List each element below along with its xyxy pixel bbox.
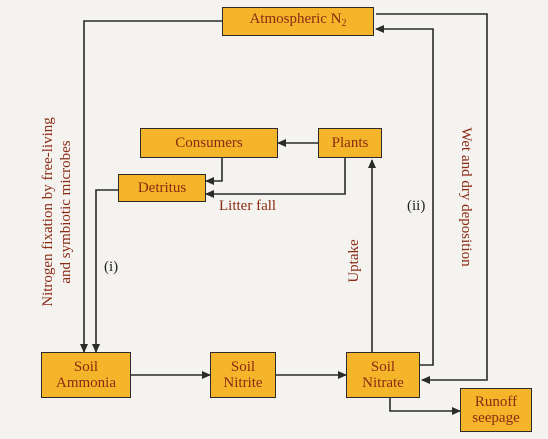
label-fixation-line2: and symbiotic microbes: [58, 140, 74, 284]
node-atmospheric-n2: Atmospheric N2: [222, 7, 374, 36]
node-soil-ammonia-line1: Soil: [73, 359, 99, 375]
node-soil-nitrite-line1: Soil: [230, 359, 256, 375]
node-soil-ammonia-line2: Ammonia: [56, 375, 116, 391]
label-litter-fall: Litter fall: [219, 198, 276, 214]
label-marker-ii: (ii): [407, 198, 425, 214]
node-runoff-seepage: Runoff seepage: [460, 388, 532, 432]
node-detritus: Detritus: [118, 174, 206, 202]
arrow-detritus-ammonia: [92, 189, 118, 353]
node-atmospheric-n2-label: Atmospheric N: [249, 11, 342, 27]
label-marker-i-text: (i): [104, 259, 119, 275]
label-marker-ii-text: (ii): [407, 198, 426, 214]
node-soil-ammonia: Soil Ammonia: [41, 352, 131, 398]
label-deposition: Wet and dry deposition: [458, 127, 474, 266]
arrow-deposition: [376, 13, 488, 384]
arrow-litter-fall: [205, 158, 346, 198]
node-runoff-line1: Runoff: [474, 394, 518, 410]
node-consumers-label: Consumers: [175, 135, 243, 151]
node-atmospheric-n2-subscript: 2: [341, 18, 347, 29]
node-soil-nitrite-line2: Nitrite: [223, 375, 263, 391]
label-uptake: Uptake: [346, 239, 362, 282]
label-uptake-text: Uptake: [346, 239, 362, 283]
node-soil-nitrate: Soil Nitrate: [346, 352, 420, 398]
label-deposition-text: Wet and dry deposition: [458, 127, 474, 267]
arrow-consumers-detritus: [205, 158, 223, 185]
label-fixation: Nitrogen fixation by free-living and sym…: [39, 117, 75, 307]
arrow-denitrification: [375, 25, 434, 366]
node-plants-label: Plants: [331, 135, 369, 151]
label-litter-fall-text: Litter fall: [219, 198, 277, 214]
node-runoff-line2: seepage: [472, 410, 520, 426]
label-marker-i: (i): [104, 259, 118, 275]
arrow-runoff: [389, 398, 461, 415]
node-soil-nitrate-line1: Soil: [370, 359, 396, 375]
node-soil-nitrate-line2: Nitrate: [362, 375, 404, 391]
node-plants: Plants: [318, 128, 382, 158]
node-detritus-label: Detritus: [137, 180, 187, 196]
label-fixation-line1: Nitrogen fixation by free-living: [40, 117, 56, 307]
node-consumers: Consumers: [140, 128, 278, 158]
arrow-fixation: [80, 20, 222, 353]
node-soil-nitrite: Soil Nitrite: [210, 352, 276, 398]
